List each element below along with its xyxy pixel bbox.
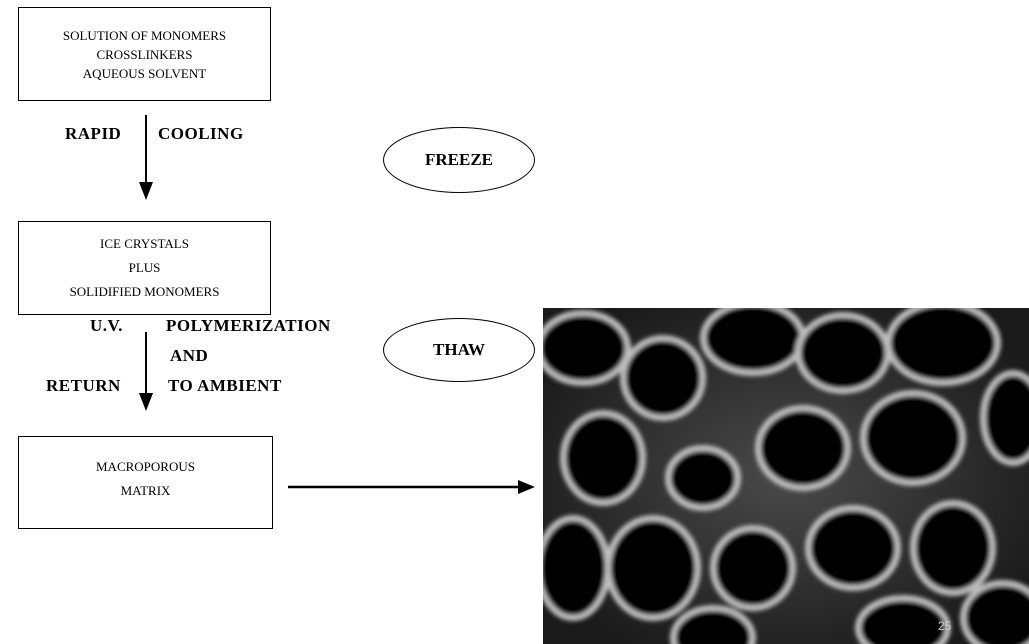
box-line: AQUEOUS SOLVENT (82, 65, 207, 81)
box-line: MATRIX (120, 483, 171, 498)
arrow-to-photo (288, 480, 535, 494)
box-line: SOLUTION OF MONOMERS (62, 27, 227, 43)
label-cooling: COOLING (158, 124, 244, 143)
box-line: SOLIDIFIED MONOMERS (69, 284, 220, 299)
label-uv: U.V. (90, 316, 123, 335)
box-line: CROSSLINKERS (96, 46, 193, 62)
arrow-rapid-cooling (139, 115, 153, 200)
solution-box: SOLUTION OF MONOMERS CROSSLINKERS AQUEOU… (18, 7, 271, 101)
box-line: PLUS (128, 260, 161, 275)
porous-matrix-image (543, 308, 1029, 644)
label-polymerization: POLYMERIZATION (166, 316, 331, 335)
macroporous-matrix-box: MACROPOROUS MATRIX (18, 436, 273, 529)
ice-crystals-box: ICE CRYSTALS PLUS SOLIDIFIED MONOMERS (18, 221, 271, 315)
label-to-ambient: TO AMBIENT (168, 376, 282, 395)
box-line: ICE CRYSTALS (100, 236, 189, 251)
label-rapid: RAPID (65, 124, 122, 143)
label-return: RETURN (46, 376, 121, 395)
freeze-ellipse: FREEZE (383, 127, 535, 193)
thaw-ellipse: THAW (383, 318, 535, 382)
label-and: AND (170, 346, 209, 365)
box-line: MACROPOROUS (96, 459, 195, 474)
arrow-polymerization (139, 332, 153, 411)
sem-micrograph (543, 308, 1029, 644)
page-number: 25 (938, 619, 952, 633)
